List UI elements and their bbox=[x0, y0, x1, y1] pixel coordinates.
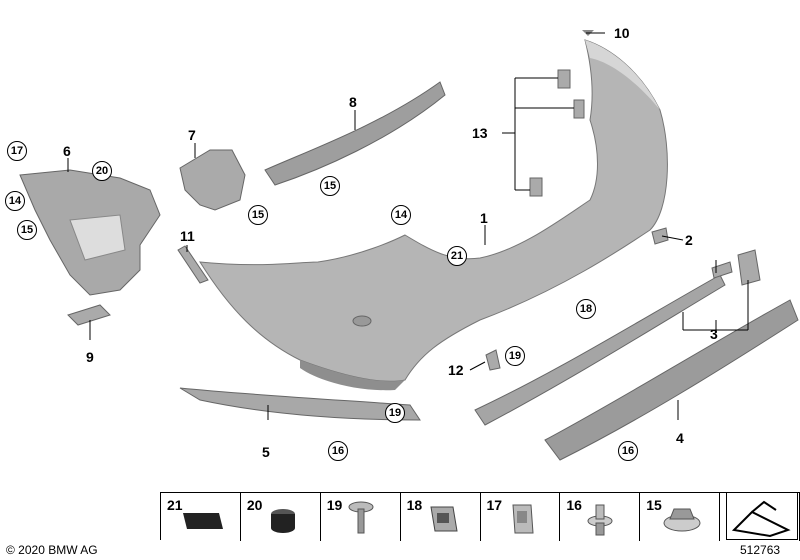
strip-8-part bbox=[264, 81, 446, 186]
callout-9: 9 bbox=[86, 349, 94, 365]
trim-clip-3b bbox=[737, 249, 761, 286]
bracket-13a bbox=[557, 69, 571, 89]
circled-callout-14: 14 bbox=[391, 205, 411, 225]
circled-callout-21: 21 bbox=[447, 246, 467, 266]
circled-callout-16: 16 bbox=[328, 441, 348, 461]
legend-number: 20 bbox=[246, 497, 263, 513]
circled-callout-15: 15 bbox=[248, 205, 268, 225]
legend-cell: 21 bbox=[161, 493, 241, 541]
callout-3: 3 bbox=[710, 326, 718, 342]
bumper-stop-icon bbox=[270, 509, 295, 533]
legend-cell: 15 bbox=[640, 493, 721, 541]
callout-2: 2 bbox=[685, 232, 693, 248]
circled-callout-17: 17 bbox=[7, 141, 27, 161]
trim-strip-3-part bbox=[474, 274, 726, 426]
callout-6: 6 bbox=[63, 143, 71, 159]
clip-nut-icon bbox=[430, 506, 458, 532]
bracket-2-part bbox=[651, 227, 669, 245]
reflector-5-part bbox=[179, 387, 421, 421]
circled-callout-18: 18 bbox=[576, 299, 596, 319]
circled-callout-19: 19 bbox=[385, 403, 405, 423]
leader-lines bbox=[67, 32, 749, 420]
legend-number: 21 bbox=[167, 497, 183, 513]
legend-number: 17 bbox=[486, 497, 503, 513]
legend-cell: 17 bbox=[481, 493, 561, 541]
callout-4: 4 bbox=[676, 430, 684, 446]
parts-legend: 21 20 19 18 17 16 15 14 bbox=[160, 492, 800, 541]
pad-icon bbox=[183, 513, 223, 529]
hex-nut-icon bbox=[663, 508, 701, 532]
part-9 bbox=[67, 304, 111, 326]
circled-callout-20: 20 bbox=[92, 161, 112, 181]
bracket-7-part bbox=[179, 149, 246, 211]
trim-clip-3a bbox=[711, 261, 733, 279]
part-12 bbox=[485, 349, 501, 371]
circled-callout-15: 15 bbox=[320, 176, 340, 196]
callout-5: 5 bbox=[262, 444, 270, 460]
diffuser-4-part bbox=[544, 299, 799, 461]
callout-1: 1 bbox=[480, 210, 488, 226]
screw-icon bbox=[348, 501, 374, 534]
callout-11: 11 bbox=[180, 228, 195, 244]
callout-13: 13 bbox=[472, 125, 488, 141]
part-11 bbox=[177, 245, 209, 284]
circled-callout-14: 14 bbox=[5, 191, 25, 211]
legend-number: 16 bbox=[566, 497, 582, 513]
fastener-set-icon bbox=[726, 492, 798, 540]
legend-cell: 18 bbox=[401, 493, 481, 541]
callout-7: 7 bbox=[188, 127, 196, 143]
expansion-rivet-icon bbox=[587, 504, 613, 536]
spring-nut-icon bbox=[511, 504, 534, 534]
legend-cell: 20 bbox=[241, 493, 321, 541]
circled-callout-19: 19 bbox=[505, 346, 525, 366]
circled-callout-15: 15 bbox=[17, 220, 37, 240]
callout-10: 10 bbox=[614, 25, 630, 41]
legend-number: 18 bbox=[406, 497, 423, 513]
copyright-text: © 2020 BMW AG bbox=[6, 543, 98, 557]
callout-12: 12 bbox=[448, 362, 464, 378]
bracket-13c bbox=[529, 177, 543, 197]
diagram-number: 512763 bbox=[740, 543, 781, 557]
circled-callout-16: 16 bbox=[618, 441, 638, 461]
legend-number: 15 bbox=[646, 497, 662, 513]
bracket-13b bbox=[573, 99, 585, 119]
legend-number: 19 bbox=[326, 497, 343, 513]
legend-cell: 16 bbox=[560, 493, 641, 541]
callout-8: 8 bbox=[349, 94, 357, 110]
legend-cell: 19 bbox=[321, 493, 401, 541]
